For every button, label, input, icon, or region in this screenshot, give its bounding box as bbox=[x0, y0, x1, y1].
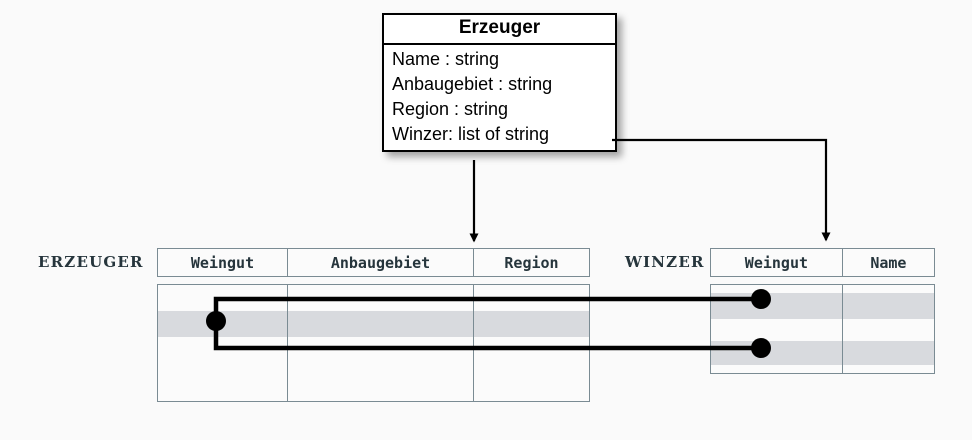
table-cell bbox=[711, 365, 843, 373]
table-cell bbox=[843, 365, 934, 373]
uml-attribute-winzer: Winzer: list of string bbox=[392, 123, 550, 144]
table-row[interactable] bbox=[158, 285, 589, 311]
table-row[interactable] bbox=[158, 311, 589, 337]
uml-class-name: Erzeuger bbox=[384, 15, 615, 45]
uml-attribute-region: Region : string bbox=[392, 98, 509, 119]
table-row[interactable] bbox=[711, 293, 934, 319]
table-cell bbox=[474, 285, 589, 311]
table-cell bbox=[158, 368, 288, 401]
uml-attribute-list: Name : string Anbaugebiet : string Regio… bbox=[384, 45, 615, 150]
table-cell bbox=[474, 368, 589, 401]
table-row[interactable] bbox=[158, 337, 589, 368]
relation-label-erzeuger: ERZEUGER bbox=[38, 253, 144, 271]
table-cell bbox=[288, 337, 474, 368]
column-header-region: Region bbox=[504, 254, 559, 272]
table-cell bbox=[843, 319, 934, 341]
uml-class-box-erzeuger: Erzeuger Name : string Anbaugebiet : str… bbox=[382, 13, 617, 152]
table-cell bbox=[843, 293, 934, 319]
relation-label-winzer: WINZER bbox=[625, 253, 705, 271]
relation-body-erzeuger bbox=[157, 284, 590, 402]
column-header-name: Name bbox=[870, 254, 907, 272]
relation-header-erzeuger: Weingut Anbaugebiet Region bbox=[157, 248, 590, 277]
mapping-arrow-winzer bbox=[612, 138, 831, 242]
table-cell bbox=[474, 337, 589, 368]
column-header-anbaugebiet: Anbaugebiet bbox=[288, 249, 474, 277]
column-header-weingut: Weingut bbox=[711, 249, 843, 277]
table-cell bbox=[158, 285, 288, 311]
uml-attribute-name: Name : string bbox=[392, 48, 500, 69]
table-cell bbox=[288, 368, 474, 401]
table-row-spacer bbox=[711, 285, 934, 293]
table-cell bbox=[711, 285, 843, 293]
table-row[interactable] bbox=[711, 341, 934, 365]
table-cell bbox=[288, 285, 474, 311]
table-row-spacer bbox=[711, 365, 934, 373]
table-cell bbox=[711, 319, 843, 341]
table-cell bbox=[711, 293, 843, 319]
table-cell bbox=[474, 311, 589, 337]
table-cell bbox=[843, 285, 934, 293]
relation-body-winzer bbox=[710, 284, 935, 374]
column-header-weingut: Weingut bbox=[158, 249, 288, 277]
table-cell bbox=[158, 311, 288, 337]
table-cell bbox=[158, 337, 288, 368]
table-cell bbox=[288, 311, 474, 337]
table-cell bbox=[711, 341, 843, 365]
table-cell bbox=[843, 341, 934, 365]
relation-header-winzer: Weingut Name bbox=[710, 248, 935, 277]
table-row[interactable] bbox=[158, 368, 589, 401]
uml-attribute-anbaugebiet: Anbaugebiet : string bbox=[392, 73, 553, 94]
table-row[interactable] bbox=[711, 319, 934, 341]
